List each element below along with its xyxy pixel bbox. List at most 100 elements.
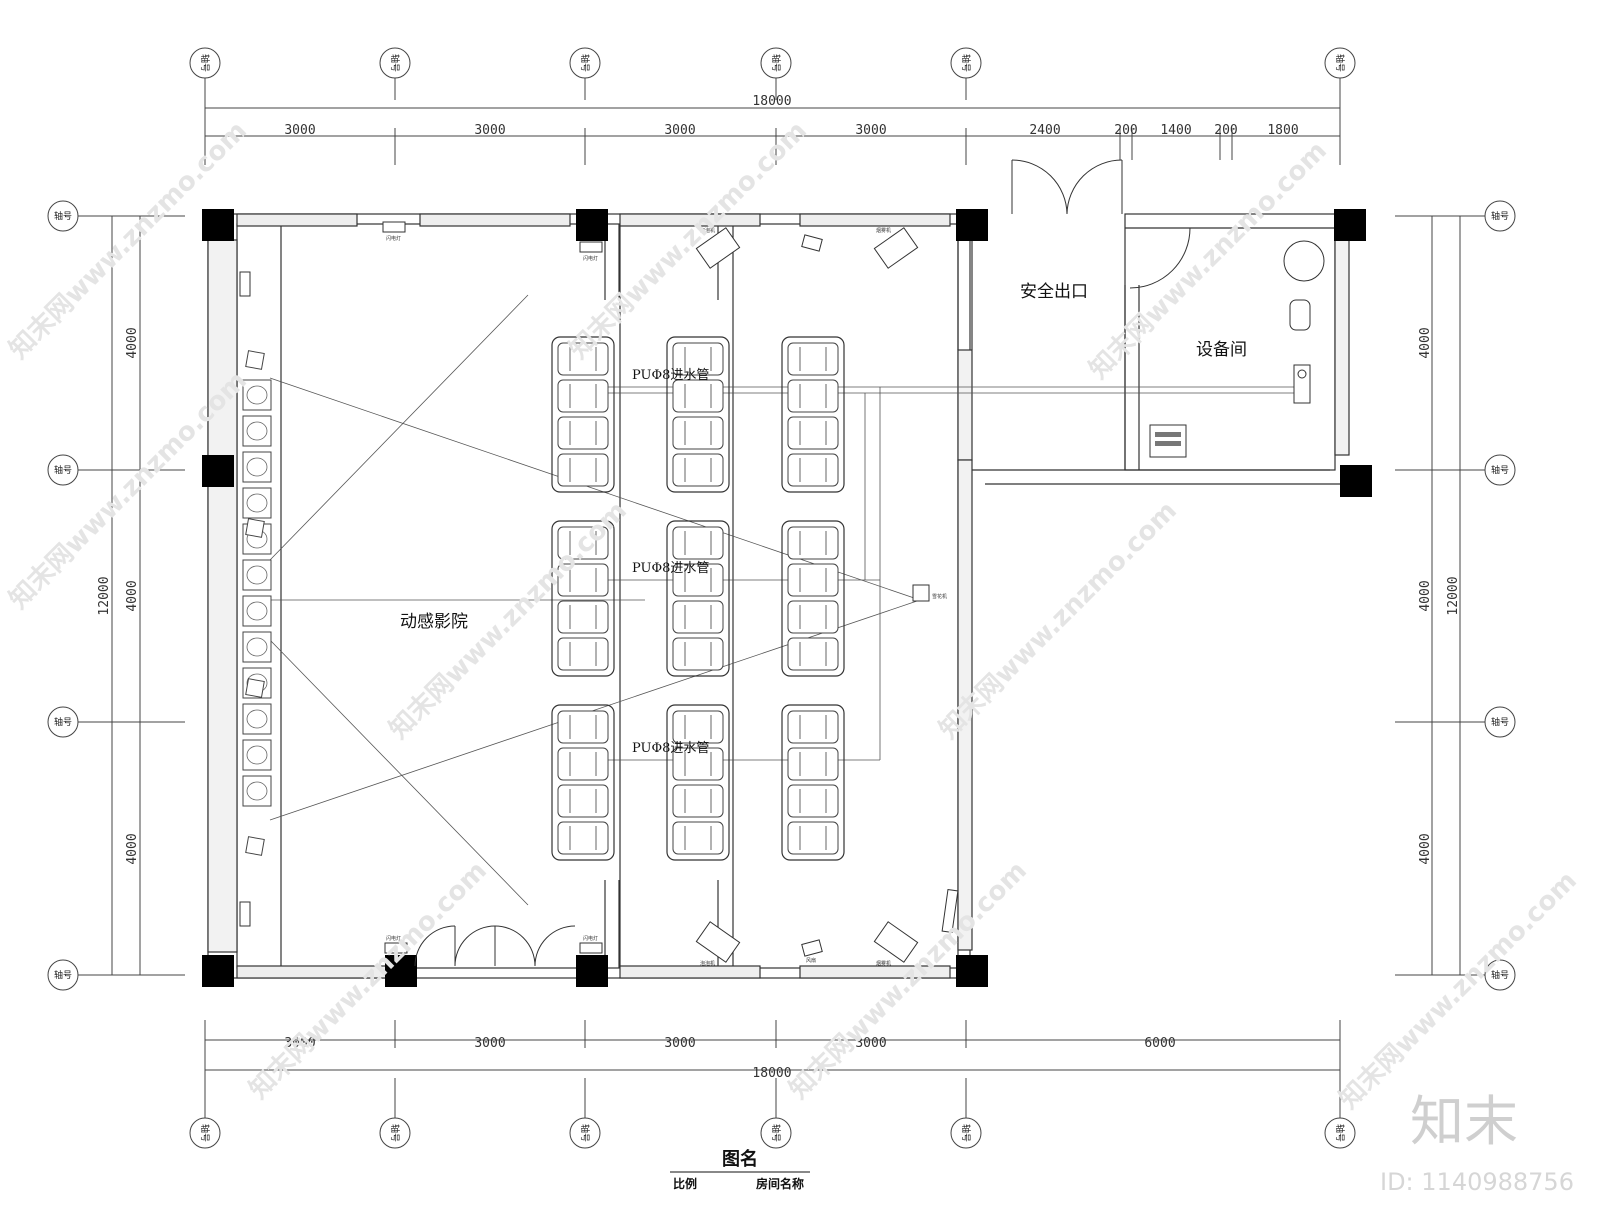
axis-bubble: 轴号 — [47, 454, 79, 486]
pipe-label-2: PUΦ8进水管 — [632, 561, 709, 576]
tag-fan: 风扇 — [806, 957, 816, 964]
flash-light-device — [579, 241, 603, 253]
screen-panel — [242, 739, 272, 771]
dim-top-9: 1800 — [1267, 123, 1298, 138]
speaker-icon — [245, 678, 265, 698]
axis-bubble: 轴号 — [1484, 959, 1516, 991]
axis-bubble: 轴号 — [1324, 1117, 1356, 1149]
seat-block — [551, 520, 615, 677]
axis-bubble-label: 轴号 — [770, 54, 782, 72]
axis-bubble: 轴号 — [379, 1117, 411, 1149]
axis-bubble: 轴号 — [569, 47, 601, 79]
dim-top-8: 200 — [1214, 123, 1237, 138]
speaker-icon — [245, 518, 265, 538]
screen-panel — [242, 631, 272, 663]
seat-block — [781, 704, 845, 861]
axis-bubble-label: 轴号 — [389, 54, 401, 72]
axis-bubble-label: 轴号 — [199, 54, 211, 72]
structural-columns — [202, 209, 1372, 987]
axis-bubble-label: 轴号 — [389, 1124, 401, 1142]
axis-bubble-label: 轴号 — [1491, 464, 1509, 476]
seat — [557, 600, 609, 634]
axis-bubble: 轴号 — [47, 200, 79, 232]
flash-light-device — [382, 221, 406, 233]
dim-bottom-4: 3000 — [855, 1036, 886, 1051]
dim-top-7: 1400 — [1160, 123, 1191, 138]
dim-top-total: 18000 — [752, 94, 791, 109]
axis-bubble: 轴号 — [1484, 454, 1516, 486]
axis-bubble-label: 轴号 — [960, 1124, 972, 1142]
axis-bubble-label: 轴号 — [54, 969, 72, 981]
dim-top-1: 3000 — [284, 123, 315, 138]
seat — [557, 710, 609, 744]
tag-flash-3: 闪电灯 — [386, 935, 401, 942]
dim-right-1: 4000 — [1418, 327, 1433, 358]
axis-bubble: 轴号 — [189, 1117, 221, 1149]
dim-right-2: 4000 — [1418, 580, 1433, 611]
seat-block — [551, 336, 615, 493]
axis-bubble: 轴号 — [950, 1117, 982, 1149]
seat — [672, 526, 724, 560]
seat-block — [666, 704, 730, 861]
bubble-machine — [695, 921, 741, 963]
axis-bubble-label: 轴号 — [1491, 210, 1509, 222]
dim-left-3: 4000 — [125, 833, 140, 864]
axis-bubble-label: 轴号 — [1491, 716, 1509, 728]
tank-icon — [1283, 240, 1325, 282]
pipe-label-3: PUΦ8进水管 — [632, 741, 709, 756]
room-label-exit: 安全出口 — [1020, 282, 1088, 302]
axis-bubble-label: 轴号 — [770, 1124, 782, 1142]
axis-bubble-label: 轴号 — [960, 54, 972, 72]
room-label-cinema: 动感影院 — [400, 612, 468, 632]
effect-devices — [239, 221, 1325, 963]
seat — [557, 416, 609, 450]
axis-bubble: 轴号 — [760, 47, 792, 79]
axis-bubble: 轴号 — [1484, 706, 1516, 738]
tag-smoke-1: 烟雾机 — [876, 227, 891, 234]
dim-right-3: 4000 — [1418, 833, 1433, 864]
seat — [672, 637, 724, 671]
screen-panel — [242, 487, 272, 519]
smoke-machine — [873, 921, 919, 963]
doors — [414, 159, 1191, 967]
watermark-text: 知末网www.znzmo.com — [1334, 866, 1583, 1115]
seat-block — [781, 336, 845, 493]
screen-panels — [242, 350, 272, 856]
screen-panel — [242, 559, 272, 591]
control-box — [912, 584, 930, 602]
seat — [672, 710, 724, 744]
tag-bubble-2: 泡泡机 — [700, 960, 715, 967]
seat — [787, 342, 839, 376]
seat-block — [781, 520, 845, 677]
axis-bubble: 轴号 — [950, 47, 982, 79]
seat — [787, 784, 839, 818]
seat — [787, 637, 839, 671]
axis-bubble-label: 轴号 — [1491, 969, 1509, 981]
seat-block — [551, 704, 615, 861]
axis-bubble-label: 轴号 — [54, 716, 72, 728]
speaker-icon — [245, 350, 265, 370]
room-label-equipment: 设备间 — [1196, 340, 1247, 360]
dimension-lines — [95, 100, 1478, 1078]
axis-bubble-label: 轴号 — [199, 1124, 211, 1142]
fan-device — [801, 234, 823, 252]
tag-flash-2: 闪电灯 — [583, 255, 598, 262]
tag-smoke-2: 烟雾机 — [876, 960, 891, 967]
seat — [557, 637, 609, 671]
dim-right-total: 12000 — [1446, 576, 1461, 615]
image-id: ID: 1140988756 — [1380, 1168, 1574, 1196]
bubble-machine — [695, 227, 741, 269]
seat — [787, 416, 839, 450]
dim-bottom-5: 6000 — [1144, 1036, 1175, 1051]
tag-snow: 雪花机 — [932, 593, 947, 600]
seat — [557, 821, 609, 855]
axis-bubble: 轴号 — [760, 1117, 792, 1149]
panel-icon — [1293, 364, 1311, 404]
dim-top-5: 2400 — [1029, 123, 1060, 138]
seat — [787, 453, 839, 487]
dim-bottom-total: 18000 — [752, 1066, 791, 1081]
axis-bubble-label: 轴号 — [54, 464, 72, 476]
dim-top-4: 3000 — [855, 123, 886, 138]
seat — [787, 379, 839, 413]
